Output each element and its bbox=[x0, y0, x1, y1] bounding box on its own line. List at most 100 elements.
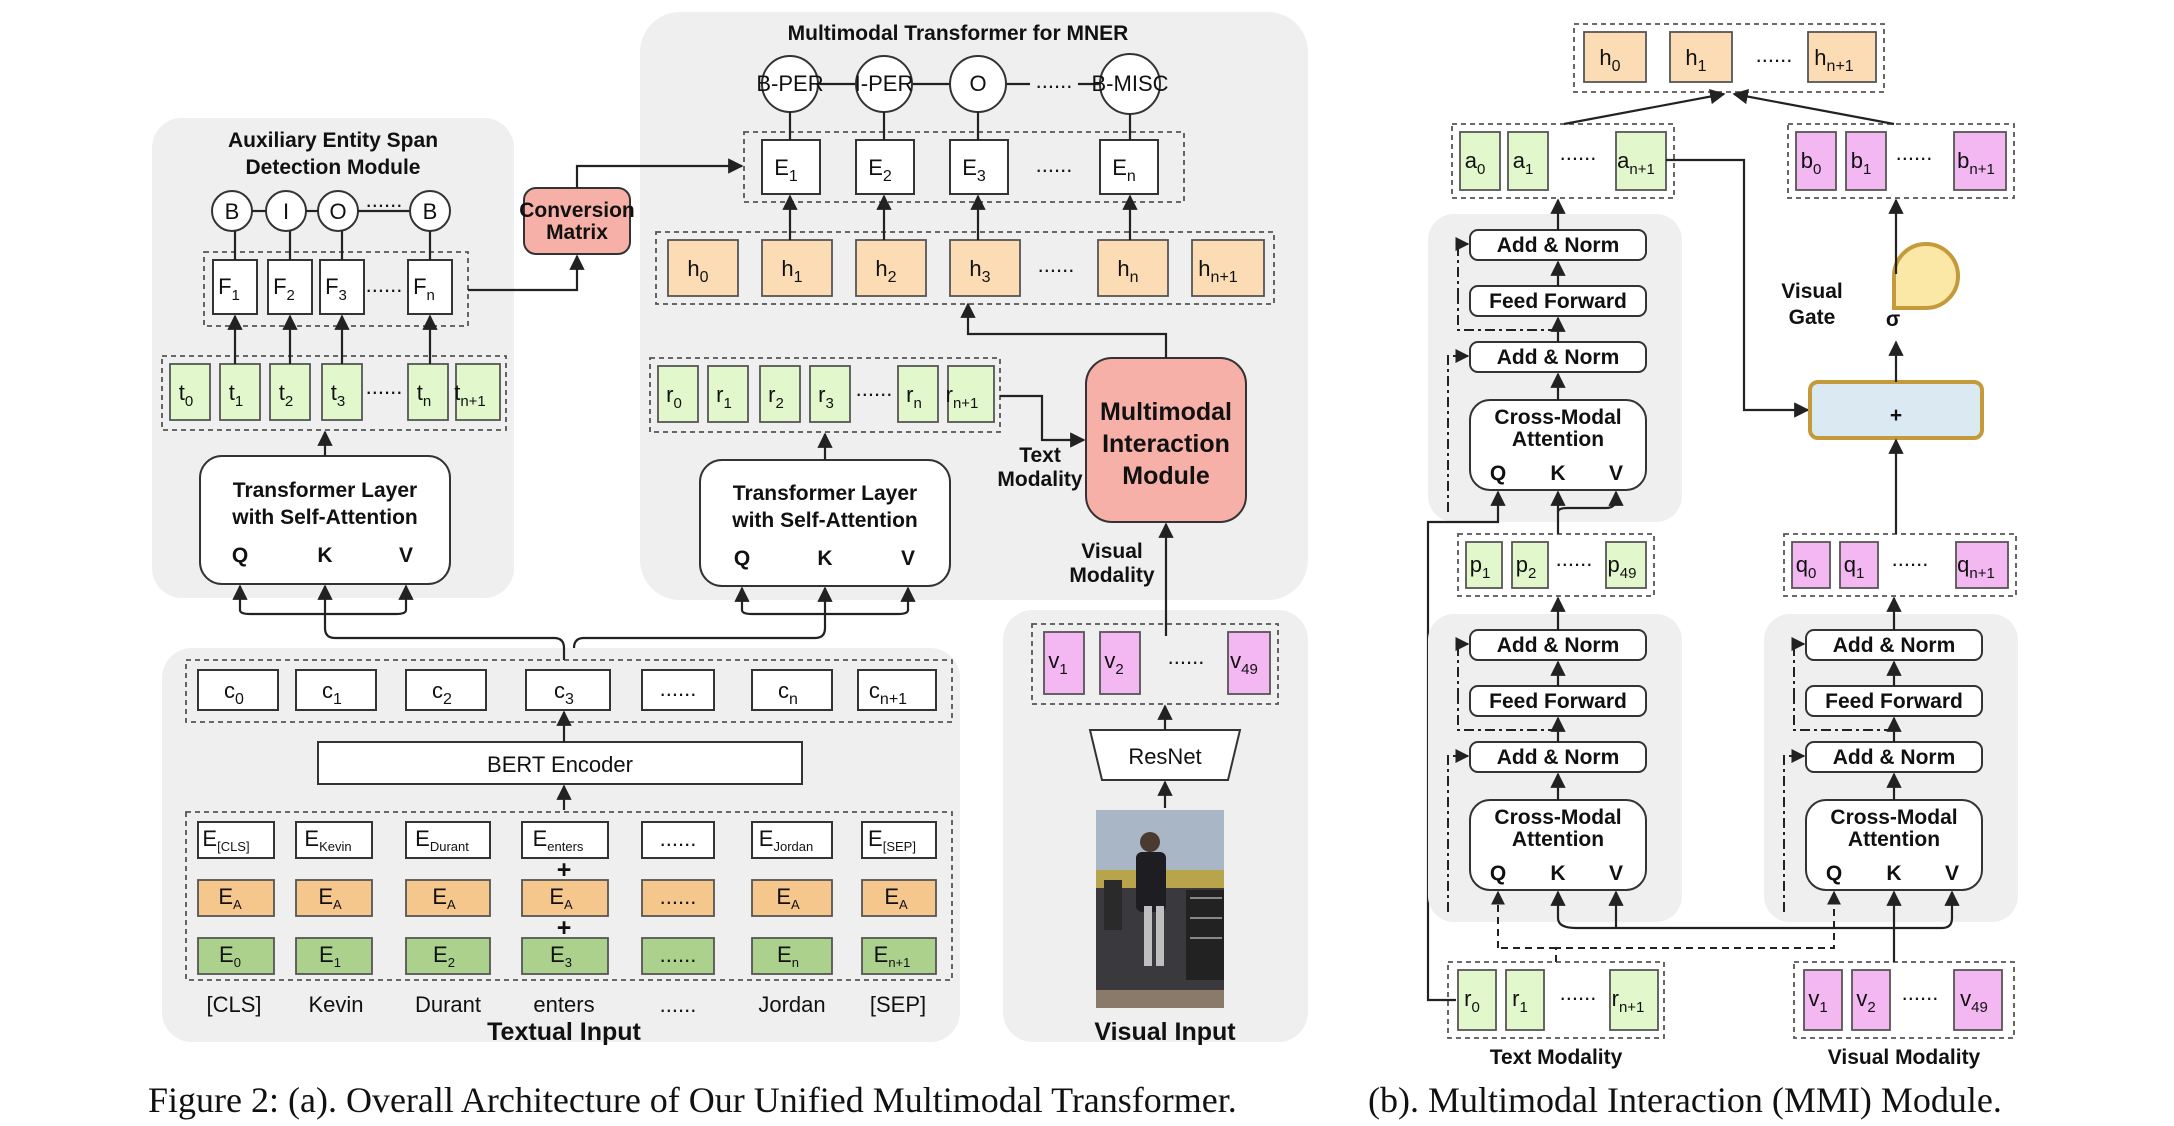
p-dots: ...... bbox=[1556, 546, 1593, 571]
c-dots: ...... bbox=[660, 676, 697, 701]
r-dots: ...... bbox=[1560, 980, 1597, 1005]
token-text: Kevin bbox=[308, 992, 363, 1017]
v-label: V bbox=[1609, 462, 1623, 485]
caption-left: Figure 2: (a). Overall Architecture of O… bbox=[148, 1080, 1237, 1120]
v-label: V bbox=[1609, 862, 1623, 885]
h-box bbox=[761, 239, 833, 297]
position-embedding bbox=[521, 937, 609, 975]
aux-transformer-title: Transformer Layer bbox=[233, 479, 417, 502]
c-box bbox=[295, 669, 377, 711]
h-box bbox=[1669, 31, 1733, 83]
cross-modal-label-2: Attention bbox=[1848, 828, 1940, 851]
t-box bbox=[269, 363, 311, 421]
h-dots: ...... bbox=[1038, 252, 1075, 277]
token-text: ...... bbox=[660, 992, 697, 1017]
c-row: c0 c1 c2 c3 ...... cn cn+1 bbox=[197, 669, 937, 711]
segment-embedding bbox=[295, 879, 373, 917]
q-row-frame bbox=[1783, 533, 2017, 597]
t-box bbox=[169, 363, 211, 421]
mmi-text-modality-label: Text Modality bbox=[1490, 1046, 1623, 1069]
q-box bbox=[1839, 541, 1879, 589]
t-row: t0 t1 t2 t3 ...... tn tn+1 bbox=[169, 363, 501, 421]
cross-modal-label-1: Cross-Modal bbox=[1494, 806, 1621, 829]
bert-encoder bbox=[317, 741, 803, 785]
q-label: Q bbox=[1490, 862, 1506, 885]
segment-embedding bbox=[521, 879, 609, 917]
plus-label: + bbox=[1890, 404, 1902, 427]
visual-gate-label-1: Visual bbox=[1781, 280, 1842, 303]
v-box bbox=[1953, 969, 2003, 1031]
h-box bbox=[667, 239, 739, 297]
q-dots: ...... bbox=[1892, 546, 1929, 571]
t-row-frame bbox=[161, 355, 507, 431]
p-box bbox=[1511, 541, 1549, 589]
b-row: b0 b1 ...... bn+1 bbox=[1795, 131, 2007, 191]
position-embedding bbox=[197, 937, 275, 975]
v-dots: ...... bbox=[1902, 980, 1939, 1005]
p-box bbox=[1605, 541, 1647, 589]
position-embedding bbox=[641, 937, 715, 975]
e-row: E1 E2 E3 ...... En bbox=[761, 139, 1159, 195]
position-dots: ...... bbox=[660, 942, 697, 967]
t-box bbox=[219, 363, 261, 421]
q-label: Q bbox=[1826, 862, 1842, 885]
aux-transformer-subtitle: with Self-Attention bbox=[231, 506, 417, 529]
mmi-h-row-frame bbox=[1573, 23, 1885, 93]
token-embedding bbox=[641, 821, 715, 859]
e-box bbox=[949, 139, 1009, 195]
add-norm-label: Add & Norm bbox=[1833, 634, 1956, 657]
c-box bbox=[751, 669, 833, 711]
aux-title-line1: Auxiliary Entity Span bbox=[228, 129, 438, 152]
add-norm-label: Add & Norm bbox=[1833, 746, 1956, 769]
input-photo bbox=[1096, 810, 1224, 1008]
v-box bbox=[1227, 631, 1271, 695]
tag-label: B bbox=[423, 199, 438, 224]
q-label: Q bbox=[734, 547, 750, 570]
q-label: Q bbox=[1490, 462, 1506, 485]
v-row-frame bbox=[1031, 623, 1279, 705]
mm-transformer-title-2: with Self-Attention bbox=[731, 509, 917, 532]
mmi-right-stack: Add & Norm Feed Forward Add & Norm Cross… bbox=[1783, 596, 1983, 912]
position-embedding bbox=[751, 937, 833, 975]
tag-label: O bbox=[329, 199, 346, 224]
aux-title-line2: Detection Module bbox=[245, 156, 420, 179]
r-box bbox=[897, 365, 939, 423]
q-box bbox=[1791, 541, 1831, 589]
token-embedding bbox=[861, 821, 937, 859]
token-text: enters bbox=[533, 992, 594, 1017]
visual-modality-label-1: Visual bbox=[1081, 540, 1142, 563]
h-box bbox=[1583, 31, 1647, 83]
v-row: v1 v2 ...... v49 bbox=[1043, 631, 1271, 695]
mmi-h-row: h0 h1 ...... hn+1 bbox=[1583, 31, 1877, 83]
t-box bbox=[407, 363, 449, 421]
k-label: K bbox=[317, 544, 332, 567]
mmi-v-row: v1 v2 ...... v49 bbox=[1803, 969, 2003, 1031]
add-norm-label: Add & Norm bbox=[1497, 634, 1620, 657]
h-box bbox=[1097, 239, 1169, 297]
tag-dots: ...... bbox=[1036, 68, 1073, 93]
aux-tag-circles: B I O ...... B bbox=[211, 187, 451, 232]
h-box bbox=[1191, 239, 1265, 297]
feed-forward-label: Feed Forward bbox=[1489, 690, 1627, 713]
svg-text:+: + bbox=[557, 914, 572, 942]
c-box bbox=[641, 669, 715, 711]
t-dots: ...... bbox=[366, 374, 403, 399]
r-box bbox=[947, 365, 995, 423]
e-row-frame bbox=[743, 131, 1185, 203]
segment-embedding bbox=[197, 879, 275, 917]
t-box bbox=[455, 363, 501, 421]
a-dots: ...... bbox=[1560, 140, 1597, 165]
mmi-r-row: r0 r1 ...... rn+1 bbox=[1457, 969, 1659, 1031]
f-box bbox=[407, 259, 453, 315]
e-box bbox=[1099, 139, 1159, 195]
position-embedding bbox=[861, 937, 937, 975]
conversion-label-2: Matrix bbox=[546, 221, 608, 244]
k-label: K bbox=[1886, 862, 1901, 885]
r-box bbox=[1609, 969, 1659, 1031]
h-box bbox=[949, 239, 1021, 297]
mmi-label-3: Module bbox=[1122, 462, 1210, 490]
segment-embedding bbox=[641, 879, 715, 917]
r-dots: ...... bbox=[856, 376, 893, 401]
visual-modality-label-2: Modality bbox=[1069, 564, 1154, 587]
cross-modal-label-1: Cross-Modal bbox=[1830, 806, 1957, 829]
